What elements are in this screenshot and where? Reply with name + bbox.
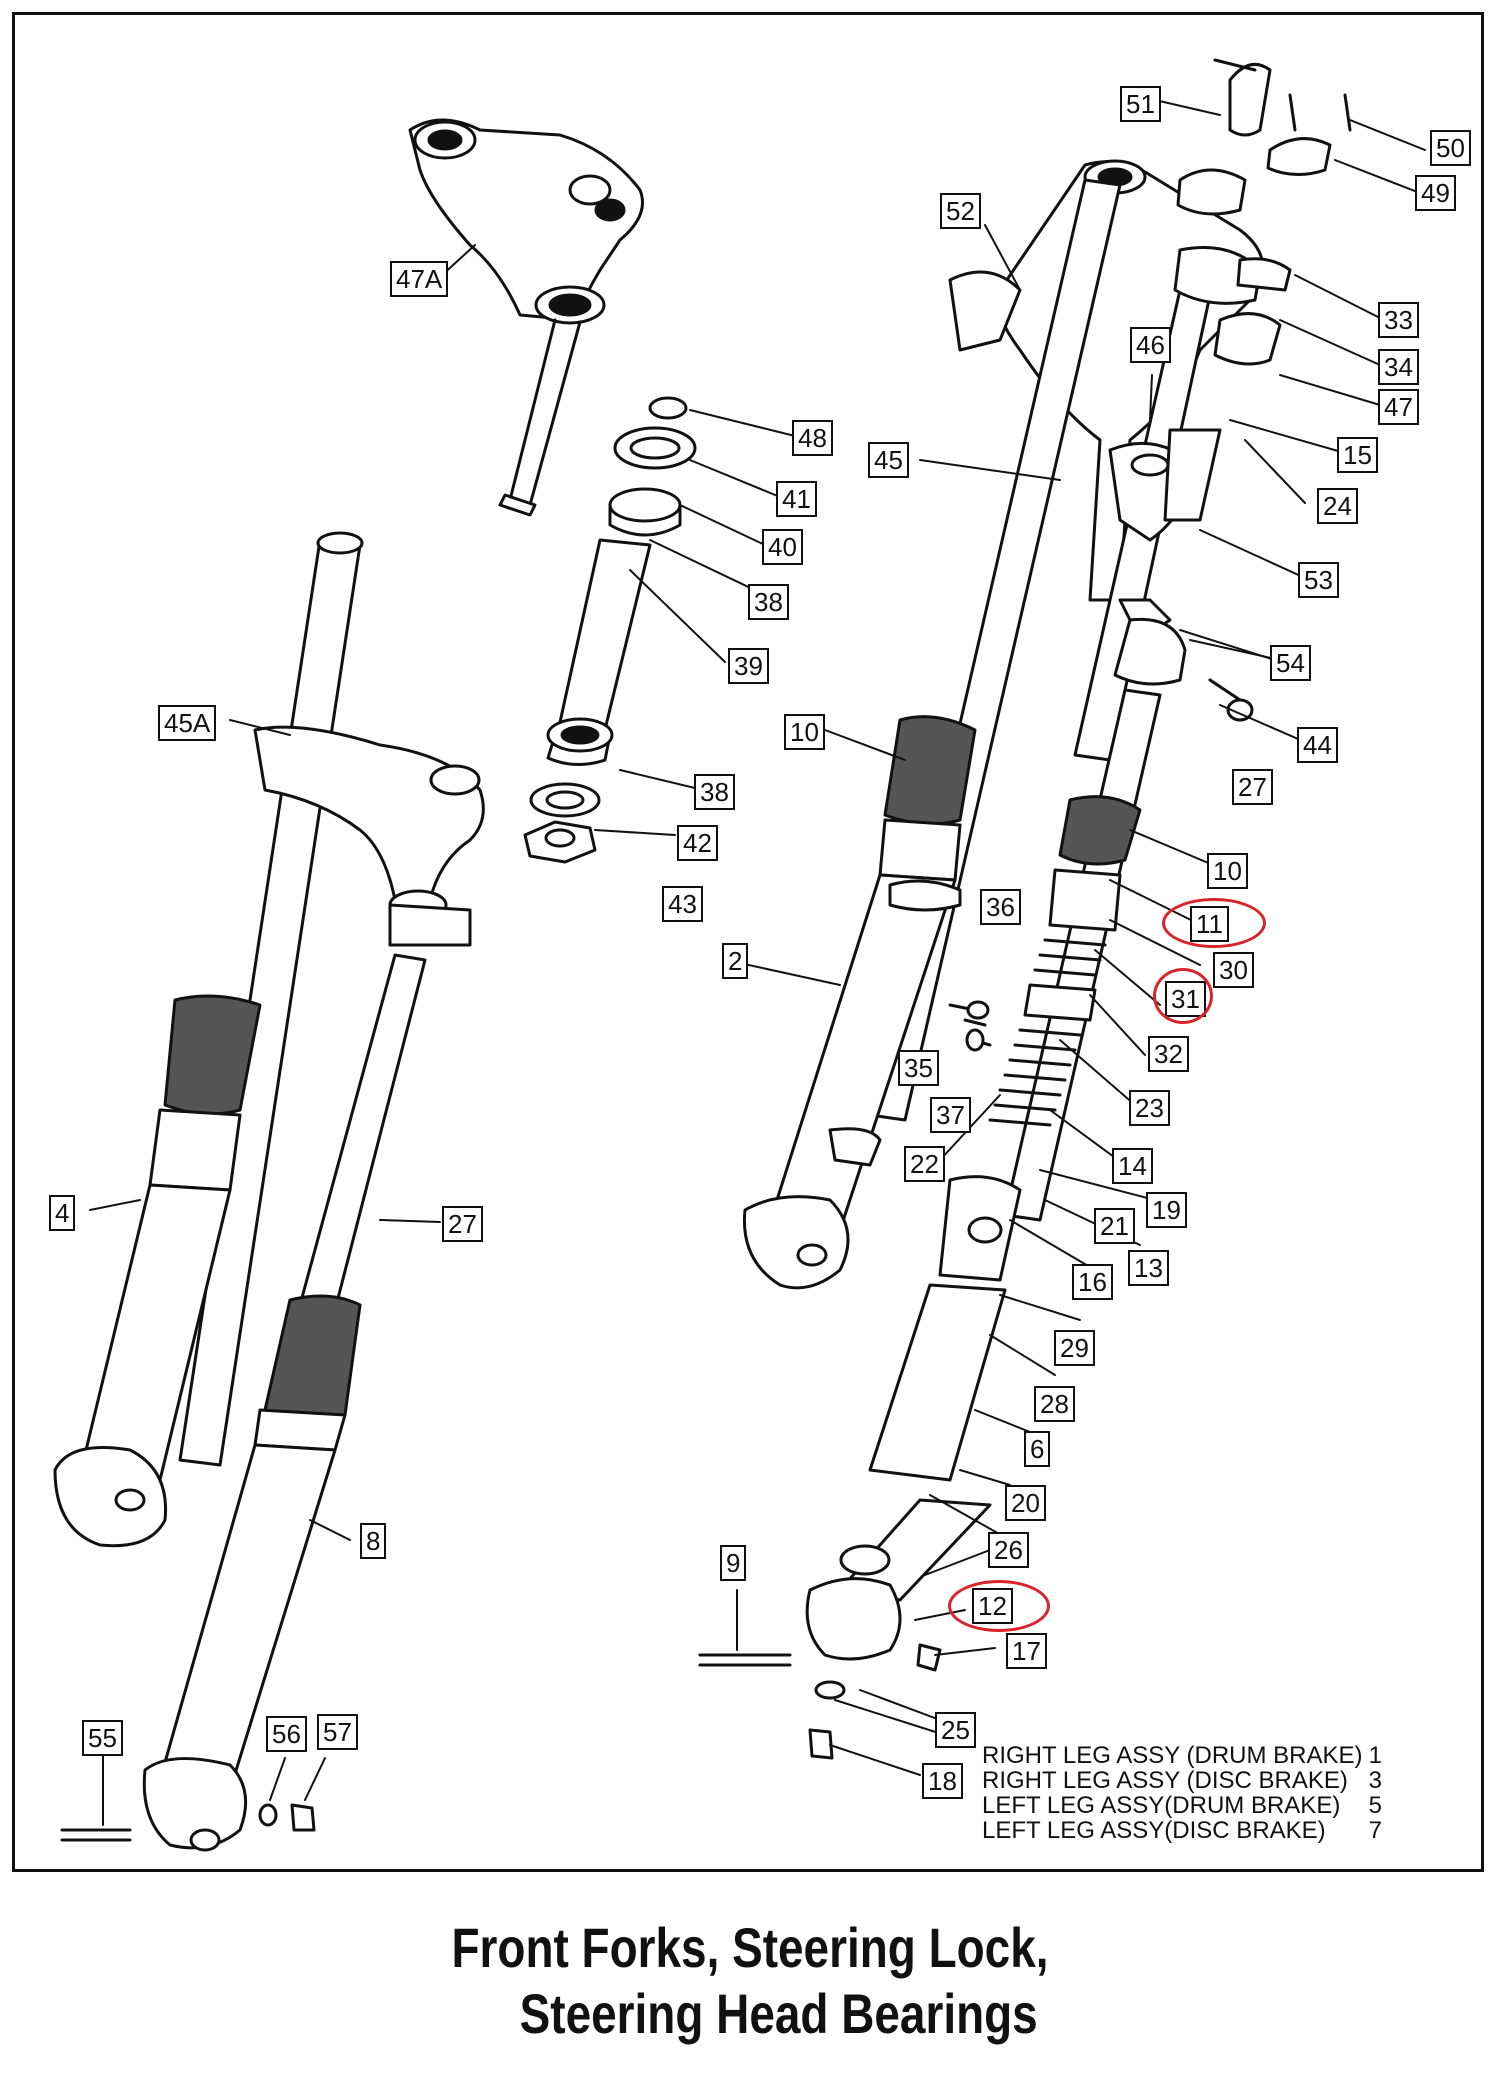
part-label-34: 34 (1378, 349, 1419, 385)
part-label-44: 44 (1297, 727, 1338, 763)
part-label-32: 32 (1148, 1036, 1189, 1072)
part-label-43: 43 (662, 886, 703, 922)
diagram-frame (12, 12, 1484, 1872)
part-label-30: 30 (1213, 952, 1254, 988)
part-label-41: 41 (776, 481, 817, 517)
part-label-17: 17 (1006, 1633, 1047, 1669)
part-label-9: 9 (720, 1545, 747, 1581)
caption-line-2: Steering Head Bearings (519, 1982, 1038, 2045)
part-label-45: 45 (868, 442, 909, 478)
part-label-47: 47 (1378, 389, 1419, 425)
right-fork-exploded (698, 58, 1352, 1760)
part-label-19: 19 (1146, 1192, 1187, 1228)
part-label-53: 53 (1298, 562, 1339, 598)
legend-row: RIGHT LEG ASSY (DRUM BRAKE)1 (982, 1743, 1382, 1768)
part-label-50: 50 (1430, 130, 1471, 166)
part-label-52: 52 (940, 193, 981, 229)
part-label-27-left: 27 (442, 1206, 483, 1242)
legend-name: RIGHT LEG ASSY (DISC BRAKE) (982, 1767, 1348, 1794)
part-label-4: 4 (49, 1195, 76, 1231)
diagram-caption: Front Forks, Steering Lock, Steering Hea… (135, 1915, 1365, 2047)
part-label-25: 25 (935, 1712, 976, 1748)
left-fork-assembly (53, 531, 485, 1852)
part-label-40: 40 (762, 529, 803, 565)
part-label-18: 18 (922, 1763, 963, 1799)
part-label-10-upper: 10 (784, 714, 825, 750)
part-label-2: 2 (722, 943, 749, 979)
part-label-57: 57 (317, 1714, 358, 1750)
legend-row: RIGHT LEG ASSY (DISC BRAKE) 3 (982, 1768, 1382, 1793)
legend-num: 7 (1368, 1817, 1382, 1844)
part-label-42: 42 (677, 825, 718, 861)
part-label-27-right: 27 (1232, 769, 1273, 805)
part-label-24: 24 (1317, 488, 1358, 524)
part-label-15: 15 (1337, 437, 1378, 473)
part-label-22: 22 (904, 1146, 945, 1182)
part-label-8: 8 (360, 1523, 387, 1559)
part-label-10-lower: 10 (1207, 853, 1248, 889)
part-label-26: 26 (988, 1532, 1029, 1568)
part-label-35: 35 (898, 1050, 939, 1086)
part-label-13: 13 (1128, 1250, 1169, 1286)
legend-row: LEFT LEG ASSY(DISC BRAKE) 7 (982, 1818, 1382, 1843)
part-label-45a: 45A (158, 705, 217, 741)
part-label-46: 46 (1130, 327, 1171, 363)
legend-name: LEFT LEG ASSY(DISC BRAKE) (982, 1817, 1326, 1844)
part-label-56: 56 (266, 1716, 307, 1752)
legend-num: 5 (1368, 1792, 1382, 1819)
part-label-16: 16 (1072, 1264, 1113, 1300)
highlight-circle-11 (1162, 898, 1266, 948)
part-label-36: 36 (980, 889, 1021, 925)
legend-num: 1 (1368, 1742, 1382, 1769)
part-label-21: 21 (1094, 1208, 1135, 1244)
part-label-23: 23 (1129, 1090, 1170, 1126)
part-label-51: 51 (1120, 86, 1161, 122)
legend-name: RIGHT LEG ASSY (DRUM BRAKE) (982, 1742, 1363, 1769)
part-label-37: 37 (930, 1097, 971, 1133)
top-yoke-47a (408, 118, 644, 517)
caption-line-1: Front Forks, Steering Lock, (451, 1916, 1049, 1979)
highlight-circle-31 (1153, 968, 1213, 1024)
part-label-38-bottom: 38 (694, 774, 735, 810)
highlight-circle-12 (948, 1580, 1050, 1632)
leg-assembly-legend: RIGHT LEG ASSY (DRUM BRAKE)1 RIGHT LEG A… (982, 1743, 1382, 1843)
part-label-55: 55 (82, 1720, 123, 1756)
part-label-39: 39 (728, 648, 769, 684)
part-label-48: 48 (792, 420, 833, 456)
part-label-29: 29 (1054, 1330, 1095, 1366)
exploded-fork-drawing (53, 58, 1426, 1852)
part-label-47a: 47A (390, 261, 449, 297)
part-label-28: 28 (1034, 1386, 1075, 1422)
legend-num: 3 (1368, 1767, 1382, 1794)
part-label-33: 33 (1378, 302, 1419, 338)
steering-bearing-stack (523, 396, 697, 864)
part-label-14: 14 (1112, 1148, 1153, 1184)
legend-name: LEFT LEG ASSY(DRUM BRAKE) (982, 1792, 1341, 1819)
part-label-49: 49 (1415, 175, 1456, 211)
part-label-6: 6 (1024, 1431, 1051, 1467)
legend-row: LEFT LEG ASSY(DRUM BRAKE) 5 (982, 1793, 1382, 1818)
part-label-54: 54 (1270, 645, 1311, 681)
part-label-38-top: 38 (748, 584, 789, 620)
part-label-20: 20 (1005, 1485, 1046, 1521)
